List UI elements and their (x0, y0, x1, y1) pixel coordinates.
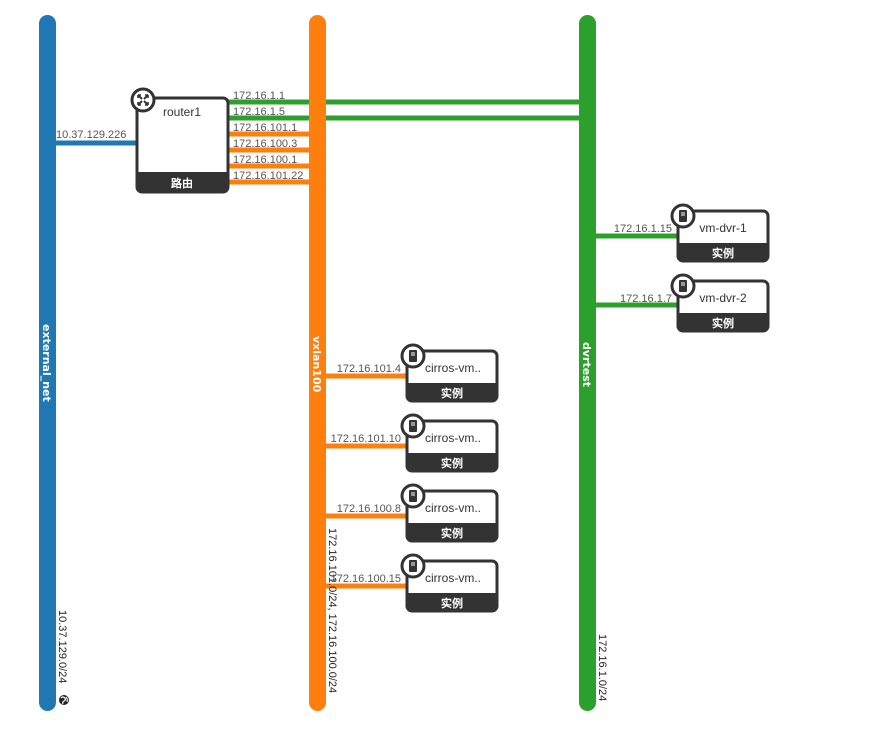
globe-icon (59, 695, 69, 705)
network-bar-vxlan[interactable] (309, 15, 326, 711)
instance-name: vm-dvr-2 (699, 291, 747, 305)
server-icon (400, 553, 426, 579)
router-device[interactable]: router1 路由 (135, 96, 230, 194)
instance-type-label: 实例 (441, 386, 463, 400)
network-name-vxlan: vxlan100 (310, 336, 323, 393)
instance-ip: 172.16.1.15 (614, 223, 672, 235)
router-port-ip: 172.16.1.1 (233, 90, 285, 102)
instance-name: vm-dvr-1 (699, 221, 747, 235)
instance-name: cirros-vm.. (425, 361, 481, 375)
instance-type-label: 实例 (712, 316, 734, 330)
instance-name: cirros-vm.. (425, 431, 481, 445)
instance-ip: 172.16.100.15 (331, 573, 401, 585)
network-name-external: external_net (40, 324, 53, 402)
instance-type-label: 实例 (712, 246, 734, 260)
router-port-ip: 172.16.100.3 (233, 138, 297, 150)
instance-cirros-1[interactable]: cirros-vm.. 实例 (405, 349, 499, 403)
network-bar-external[interactable] (39, 15, 56, 711)
server-icon (400, 483, 426, 509)
instance-ip: 172.16.101.4 (337, 363, 401, 375)
router-port-ip: 172.16.100.1 (233, 154, 297, 166)
instance-name: cirros-vm.. (425, 501, 481, 515)
router-type-label: 路由 (171, 176, 193, 190)
router-port-ip: 172.16.101.22 (233, 170, 303, 182)
network-cidr-dvrtest: 172.16.1.0/24 (596, 634, 608, 701)
instance-cirros-3[interactable]: cirros-vm.. 实例 (405, 489, 499, 543)
instance-ip: 172.16.101.10 (331, 433, 401, 445)
server-icon (670, 203, 696, 229)
network-bar-dvrtest[interactable] (579, 15, 596, 711)
network-cidr-external: 10.37.129.0/24 (56, 610, 68, 683)
instance-cirros-2[interactable]: cirros-vm.. 实例 (405, 419, 499, 473)
router-name: router1 (163, 105, 201, 119)
network-name-dvrtest: dvrtest (580, 342, 593, 387)
instance-ip: 172.16.100.8 (337, 503, 401, 515)
instance-type-label: 实例 (441, 526, 463, 540)
instance-ip: 172.16.1.7 (620, 293, 672, 305)
instance-type-label: 实例 (441, 456, 463, 470)
instance-vm-dvr-1[interactable]: vm-dvr-1 实例 (676, 209, 770, 263)
instance-name: cirros-vm.. (425, 571, 481, 585)
server-icon (400, 343, 426, 369)
network-cidr-vxlan: 172.16.101.0/24, 172.16.100.0/24 (326, 528, 338, 693)
router-port-ip: 172.16.1.5 (233, 106, 285, 118)
server-icon (400, 413, 426, 439)
router-external-ip: 10.37.129.226 (56, 129, 126, 141)
instance-type-label: 实例 (441, 596, 463, 610)
instance-vm-dvr-2[interactable]: vm-dvr-2 实例 (676, 279, 770, 333)
router-icon (130, 87, 156, 113)
instance-cirros-4[interactable]: cirros-vm.. 实例 (405, 559, 499, 613)
server-icon (670, 273, 696, 299)
router-port-ip: 172.16.101.1 (233, 122, 297, 134)
